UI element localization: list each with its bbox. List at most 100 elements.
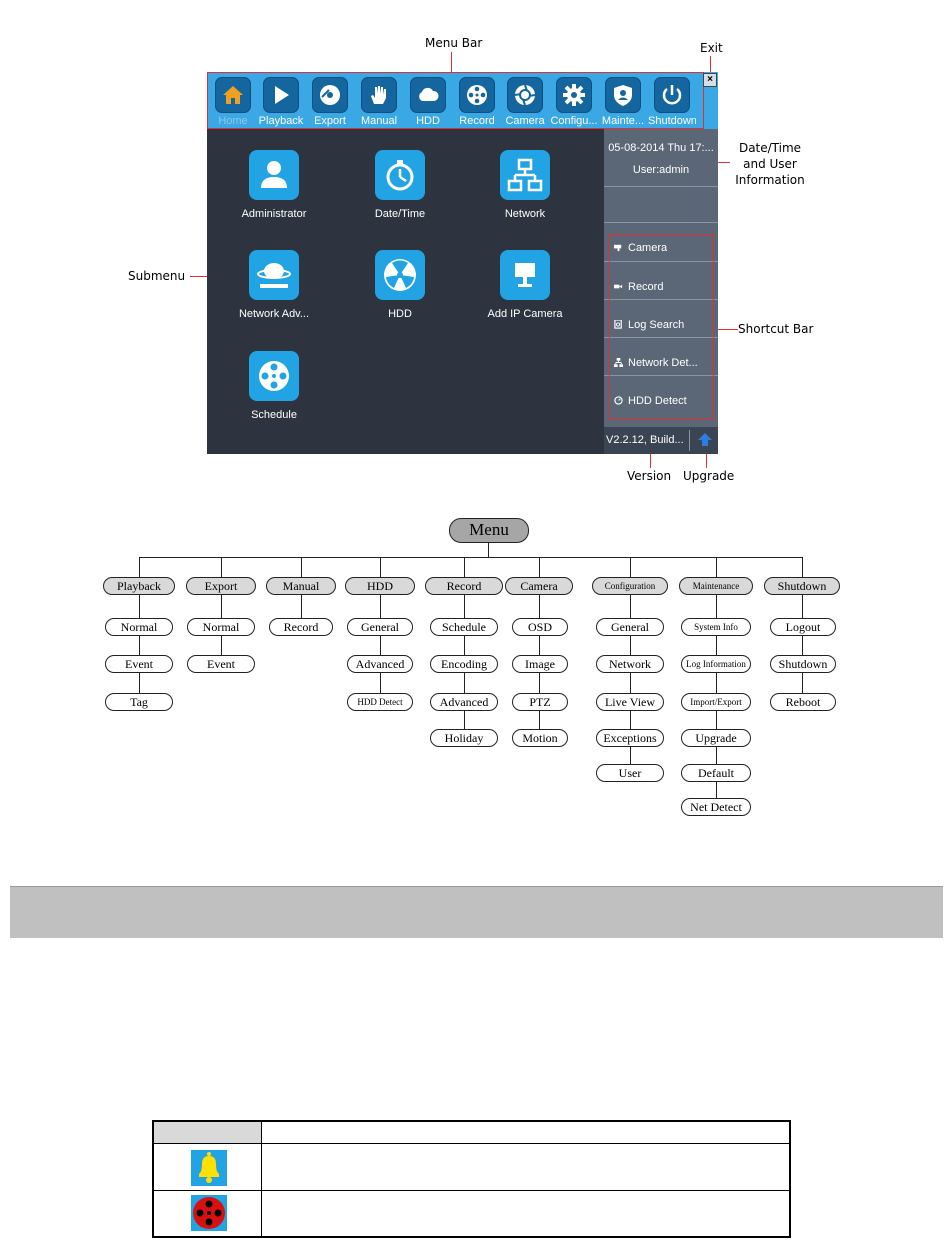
tree-node: Logout <box>770 618 836 636</box>
divider <box>604 261 718 262</box>
play-icon <box>263 77 299 113</box>
tree-node: Shutdown <box>770 655 836 673</box>
version-footer: V2.2.12, Build... <box>604 427 718 454</box>
submenu-callout: Submenu <box>128 269 186 283</box>
tree-node: Event <box>105 655 173 673</box>
version-callout: Version <box>627 469 672 483</box>
tree-connector <box>139 557 802 558</box>
tree-connector <box>630 557 631 577</box>
version-leader <box>650 452 651 468</box>
submenu-date-time[interactable]: Date/Time <box>345 150 455 220</box>
tree-connector <box>464 557 465 577</box>
user-icon <box>249 150 299 200</box>
tree-category-record: Record <box>425 577 503 595</box>
tree-node: General <box>596 618 664 636</box>
menu-item-export[interactable]: Export <box>306 77 354 129</box>
tree-node: PTZ <box>512 693 568 711</box>
datetime-callout: Date/Time and User Information <box>735 141 805 187</box>
tree-node: Schedule <box>430 618 498 636</box>
tree-node: User <box>596 764 664 782</box>
menu-tree: Menu Playback Normal Event Tag Export No… <box>103 518 840 816</box>
tree-node: Network <box>596 655 664 673</box>
log-search-icon <box>614 320 622 329</box>
tree-node: OSD <box>512 618 568 636</box>
menu-item-home[interactable]: Home <box>209 77 257 129</box>
camera-icon <box>500 250 550 300</box>
divider <box>604 299 718 300</box>
menu-item-camera[interactable]: Camera <box>501 77 549 129</box>
info-side-panel: 05-08-2014 Thu 17:... User:admin Camera … <box>604 129 718 454</box>
exit-button[interactable]: × <box>703 73 717 87</box>
network-icon <box>500 150 550 200</box>
hdd-small-icon <box>614 396 623 405</box>
shortcut-camera[interactable]: Camera <box>614 242 718 254</box>
shortcut-hdd-detect[interactable]: HDD Detect <box>614 395 718 407</box>
tree-connector <box>380 595 381 694</box>
menu-item-record[interactable]: Record <box>453 77 501 129</box>
tree-node: Record <box>269 618 333 636</box>
tree-node: Live View <box>596 693 664 711</box>
tree-category-playback: Playback <box>103 577 175 595</box>
tree-node: Import/Export <box>681 693 751 711</box>
upgrade-leader <box>706 452 707 468</box>
submenu-administrator[interactable]: Administrator <box>219 150 329 220</box>
menu-item-hdd[interactable]: HDD <box>404 77 452 129</box>
tree-node: Tag <box>105 693 173 711</box>
tree-category-hdd: HDD <box>345 577 415 595</box>
section-band <box>10 886 943 938</box>
film-reel-icon <box>459 77 495 113</box>
table-row <box>262 1191 789 1236</box>
submenu-schedule[interactable]: Schedule <box>219 351 329 421</box>
tree-connector <box>301 595 302 619</box>
divider <box>689 430 690 451</box>
disc-icon <box>312 77 348 113</box>
menu-item-maintenance[interactable]: Mainte... <box>599 77 647 129</box>
film-reel-icon <box>249 351 299 401</box>
alarm-bell-icon <box>191 1150 227 1186</box>
table-header-cell <box>262 1122 789 1144</box>
menu-bar: Home Playback Export Manual HDD <box>207 72 718 129</box>
upgrade-arrow-icon[interactable] <box>697 432 713 448</box>
network-small-icon <box>614 358 623 367</box>
menu-bar-callout: Menu Bar <box>425 36 483 50</box>
tree-node: Image <box>512 655 568 673</box>
menu-bar-leader <box>451 52 452 72</box>
globe-icon <box>249 250 299 300</box>
tree-node: Reboot <box>770 693 836 711</box>
icon-table <box>152 1120 791 1238</box>
submenu-hdd[interactable]: HDD <box>345 250 455 320</box>
tree-node: Exceptions <box>596 729 664 747</box>
user-text: User:admin <box>632 164 690 176</box>
tree-connector <box>139 595 140 694</box>
submenu-add-ip-camera[interactable]: Add IP Camera <box>470 250 580 320</box>
exit-callout: Exit <box>700 41 723 55</box>
shortcut-log-search[interactable]: Log Search <box>614 319 718 331</box>
menu-item-manual[interactable]: Manual <box>355 77 403 129</box>
dvr-screen: Home Playback Export Manual HDD <box>207 72 718 454</box>
tree-node: Advanced <box>430 693 498 711</box>
datetime-leader <box>712 162 730 163</box>
shortcut-bar-callout: Shortcut Bar <box>738 322 814 336</box>
tree-node: Net Detect <box>681 798 751 816</box>
menu-item-configuration[interactable]: Configu... <box>550 77 598 129</box>
menu-item-shutdown[interactable]: Shutdown <box>648 77 696 129</box>
version-text: V2.2.12, Build... <box>606 434 684 446</box>
record-small-icon <box>614 284 623 289</box>
submenu-network[interactable]: Network <box>470 150 580 220</box>
cloud-icon <box>410 77 446 113</box>
tree-connector <box>488 543 489 557</box>
tree-connector <box>139 557 140 577</box>
tree-connector <box>301 557 302 577</box>
shortcut-network-detect[interactable]: Network Det... <box>614 357 718 369</box>
shortcut-record[interactable]: Record <box>614 281 718 293</box>
tree-node: Encoding <box>430 655 498 673</box>
divider <box>604 186 718 187</box>
camera-small-icon <box>614 244 622 252</box>
tree-node: Upgrade <box>681 729 751 747</box>
table-row <box>154 1144 262 1191</box>
submenu-network-advanced[interactable]: Network Adv... <box>219 250 329 320</box>
menu-item-playback[interactable]: Playback <box>257 77 305 129</box>
tree-connector <box>630 595 631 765</box>
submenu-leader <box>190 276 207 277</box>
datetime-text: 05-08-2014 Thu 17:... <box>608 142 714 154</box>
